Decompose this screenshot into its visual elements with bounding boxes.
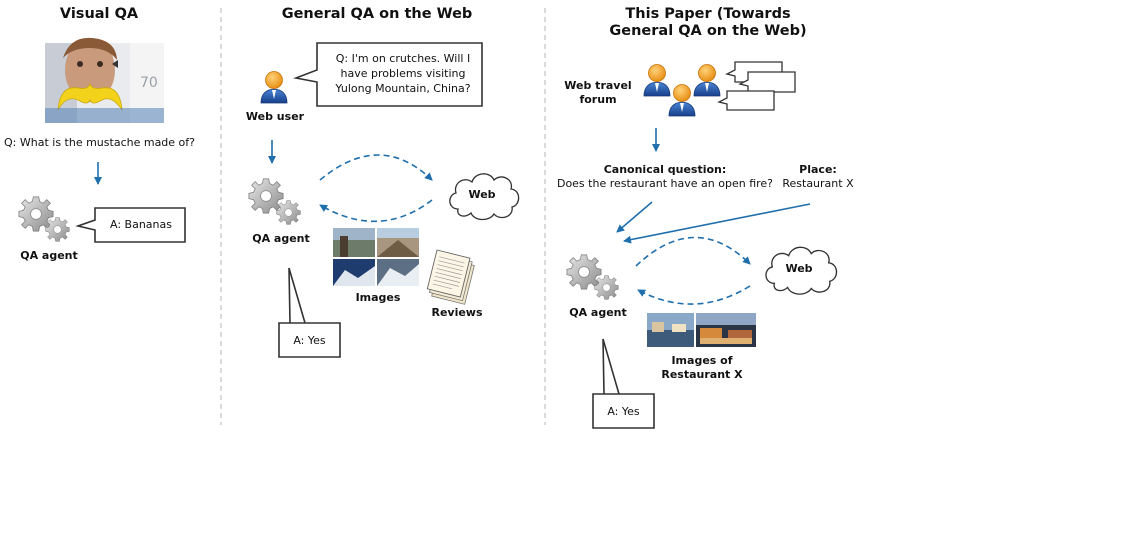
gear-icon (45, 217, 70, 242)
answer-text: A: Bananas (110, 218, 172, 231)
person-icon (668, 84, 696, 117)
panel-title: Visual QA (59, 6, 139, 22)
web-label: Web (468, 188, 496, 201)
panel-visual-qa: 70 (18, 37, 186, 243)
forum-label: Web travel forum (562, 79, 634, 107)
user-question-line: have problems visiting (340, 67, 466, 80)
photo-icon (647, 313, 756, 347)
agent-label: QA agent (20, 249, 78, 262)
agent-label: QA agent (252, 232, 310, 245)
gear-icon (594, 275, 619, 300)
answer-bubble (592, 338, 655, 429)
gear-icon (566, 254, 602, 290)
agent-label: QA agent (569, 306, 627, 319)
user-question-line: Q: I'm on crutches. Will I (335, 52, 471, 65)
arrow-question-to-agent (616, 201, 653, 233)
panel-title-line: General QA on the Web) (609, 23, 807, 39)
panel-title: General QA on the Web (281, 6, 473, 22)
panel-title-line: This Paper (Towards (625, 6, 791, 22)
gear-icon (276, 200, 301, 225)
canonical-question-text: Does the restaurant have an open fire? (556, 177, 774, 190)
images-label: Images (355, 291, 401, 304)
question-bubble (293, 42, 483, 107)
images-label-line: Images of (671, 354, 733, 367)
panel-this-paper (566, 61, 838, 429)
user-question-text: Q: I'm on crutches. Will I have problems… (325, 51, 481, 96)
user-question-line: Yulong Mountain, China? (335, 82, 471, 95)
answer-text: A: Yes (293, 334, 326, 347)
photo-icon (333, 228, 419, 286)
user-label: Web user (245, 110, 305, 123)
place: Place: Restaurant X (778, 163, 858, 191)
answer-bubble (75, 207, 186, 243)
arrow-agent-to-web (319, 154, 433, 181)
images-label: Images of Restaurant X (655, 354, 749, 382)
arrow-place-to-agent (623, 203, 811, 244)
photo-number: 70 (140, 75, 158, 91)
canonical-question: Canonical question: Does the restaurant … (556, 163, 774, 191)
person-icon (643, 64, 671, 97)
arrow-web-to-agent (319, 199, 433, 223)
answer-bubble (278, 267, 341, 358)
canonical-question-title: Canonical question: (603, 163, 727, 176)
reviews-label: Reviews (431, 306, 483, 319)
place-title: Place: (799, 163, 837, 176)
speech-bubble-icon (717, 61, 796, 111)
panel-general-qa (248, 42, 520, 358)
place-text: Restaurant X (782, 177, 854, 190)
arrow-agent-to-web (635, 236, 751, 267)
gear-icon (18, 196, 54, 232)
web-label: Web (785, 262, 813, 275)
answer-text: A: Yes (607, 405, 640, 418)
document-stack-icon (426, 249, 475, 305)
panel-title: This Paper (Towards General QA on the We… (598, 6, 818, 40)
images-label-line: Restaurant X (661, 368, 743, 381)
person-icon (260, 71, 288, 104)
mustache-photo-icon: 70 (45, 37, 164, 123)
person-icon (693, 64, 721, 97)
gear-icon (248, 178, 284, 214)
forum-label-line: Web travel (564, 79, 632, 92)
arrow-web-to-agent (637, 285, 751, 305)
forum-label-line: forum (579, 93, 617, 106)
question-text: Q: What is the mustache made of? (4, 136, 195, 149)
